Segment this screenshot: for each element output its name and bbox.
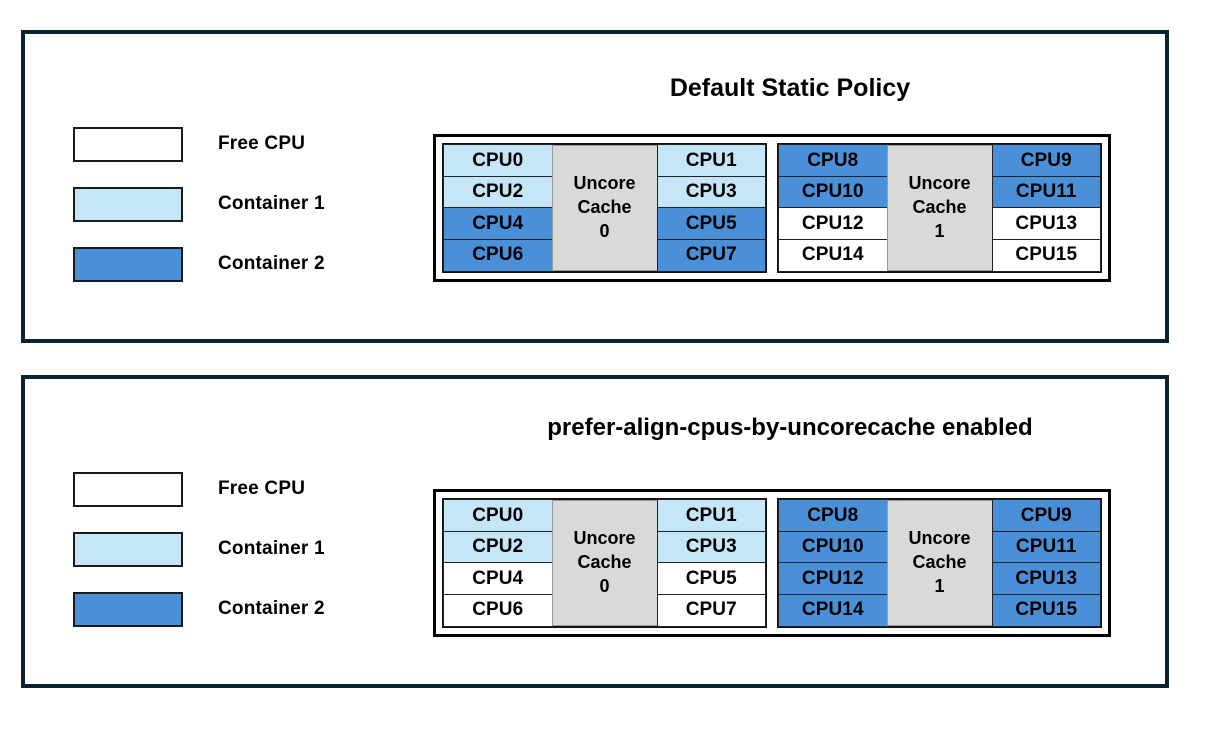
cpu-cell: CPU9 [991, 499, 1101, 533]
legend: Free CPU Container 1 Container 2 [73, 471, 403, 627]
cpu-column-left: CPU8 CPU10 CPU12 CPU14 [778, 499, 888, 627]
cpu-cell: CPU1 [656, 499, 766, 533]
cpu-cell: CPU8 [778, 144, 888, 178]
cpu-cell: CPU13 [991, 562, 1101, 596]
cpu-cell: CPU9 [991, 144, 1101, 178]
legend-item-free-cpu: Free CPU [73, 126, 403, 162]
cpu-cell: CPU10 [778, 530, 888, 564]
uncore-cache-label-line1: Uncore [573, 173, 636, 194]
legend-label-free-cpu: Free CPU [218, 133, 306, 154]
legend-swatch-container-1 [73, 186, 183, 222]
cpu-cell: CPU6 [443, 238, 553, 272]
cpu-cell: CPU12 [778, 207, 888, 241]
cache-group-0: CPU0 CPU2 CPU4 CPU6 Uncore Cache 0 CPU1 … [442, 498, 767, 628]
legend-item-container-1: Container 1 [73, 186, 403, 222]
legend-item-container-1: Container 1 [73, 531, 403, 567]
uncore-cache-label-line2: Cache [912, 197, 967, 218]
uncore-cache-label-index: 1 [934, 220, 945, 241]
cpu-cell: CPU5 [656, 207, 766, 241]
legend-label-container-1: Container 1 [218, 538, 325, 559]
uncore-cache-label-index: 0 [599, 575, 610, 596]
cpu-cell: CPU3 [656, 175, 766, 209]
uncore-cache-block-1: Uncore Cache 1 [886, 500, 993, 626]
cpu-column-right: CPU9 CPU11 CPU13 CPU15 [991, 499, 1101, 627]
cpu-cell: CPU4 [443, 207, 553, 241]
cpu-cell: CPU0 [443, 499, 553, 533]
legend-label-container-2: Container 2 [218, 598, 325, 619]
cpu-column-left: CPU8 CPU10 CPU12 CPU14 [778, 144, 888, 272]
uncore-cache-block-0: Uncore Cache 0 [551, 145, 658, 271]
cpu-cell: CPU6 [443, 593, 553, 627]
uncore-cache-block-1: Uncore Cache 1 [886, 145, 993, 271]
cache-group-1: CPU8 CPU10 CPU12 CPU14 Uncore Cache 1 CP… [777, 498, 1102, 628]
legend-item-free-cpu: Free CPU [73, 471, 403, 507]
legend-swatch-free-cpu [73, 126, 183, 162]
cpu-cell: CPU5 [656, 562, 766, 596]
uncore-cache-label-line2: Cache [912, 552, 967, 573]
cpu-cell: CPU15 [991, 593, 1101, 627]
cache-group-0: CPU0 CPU2 CPU4 CPU6 Uncore Cache 0 CPU1 … [442, 143, 767, 273]
legend-swatch-container-1 [73, 531, 183, 567]
cpu-cell: CPU14 [778, 593, 888, 627]
legend-swatch-container-2 [73, 591, 183, 627]
uncore-cache-label-index: 1 [934, 575, 945, 596]
cpu-column-right: CPU1 CPU3 CPU5 CPU7 [656, 499, 766, 627]
cpu-cell: CPU13 [991, 207, 1101, 241]
cpu-cell: CPU7 [656, 593, 766, 627]
cpu-cell: CPU4 [443, 562, 553, 596]
cpu-cell: CPU2 [443, 175, 553, 209]
uncore-cache-label-line2: Cache [577, 197, 632, 218]
legend-label-container-1: Container 1 [218, 193, 325, 214]
panel-default-static-policy: Default Static Policy Free CPU Container… [21, 30, 1169, 343]
cpu-cell: CPU2 [443, 530, 553, 564]
legend-item-container-2: Container 2 [73, 591, 403, 627]
cpu-cell: CPU11 [991, 175, 1101, 209]
legend-label-container-2: Container 2 [218, 253, 325, 274]
legend-label-free-cpu: Free CPU [218, 478, 306, 499]
cpu-cell: CPU10 [778, 175, 888, 209]
cpu-column-left: CPU0 CPU2 CPU4 CPU6 [443, 144, 553, 272]
page-title: Default Static Policy [669, 74, 911, 102]
cpu-cell: CPU12 [778, 562, 888, 596]
cache-group-1: CPU8 CPU10 CPU12 CPU14 Uncore Cache 1 CP… [777, 143, 1102, 273]
cpu-cell: CPU3 [656, 530, 766, 564]
cpu-topology-diagram: CPU0 CPU2 CPU4 CPU6 Uncore Cache 0 CPU1 … [433, 489, 1111, 637]
cpu-cell: CPU1 [656, 144, 766, 178]
cpu-cell: CPU0 [443, 144, 553, 178]
cpu-column-left: CPU0 CPU2 CPU4 CPU6 [443, 499, 553, 627]
cpu-cell: CPU11 [991, 530, 1101, 564]
cpu-cell: CPU15 [991, 238, 1101, 272]
cpu-topology-diagram: CPU0 CPU2 CPU4 CPU6 Uncore Cache 0 CPU1 … [433, 134, 1111, 282]
legend-swatch-free-cpu [73, 471, 183, 507]
legend-swatch-container-2 [73, 246, 183, 282]
uncore-cache-label-index: 0 [599, 220, 610, 241]
legend-item-container-2: Container 2 [73, 246, 403, 282]
page-title: prefer-align-cpus-by-uncorecache enabled [547, 414, 1033, 441]
uncore-cache-label-line1: Uncore [573, 528, 636, 549]
legend: Free CPU Container 1 Container 2 [73, 126, 403, 282]
cpu-column-right: CPU1 CPU3 CPU5 CPU7 [656, 144, 766, 272]
uncore-cache-label-line1: Uncore [908, 528, 971, 549]
panel-prefer-align-cpus-by-uncorecache: prefer-align-cpus-by-uncorecache enabled… [21, 375, 1169, 688]
cpu-cell: CPU8 [778, 499, 888, 533]
cpu-column-right: CPU9 CPU11 CPU13 CPU15 [991, 144, 1101, 272]
uncore-cache-label-line1: Uncore [908, 173, 971, 194]
cpu-cell: CPU14 [778, 238, 888, 272]
uncore-cache-block-0: Uncore Cache 0 [551, 500, 658, 626]
cpu-cell: CPU7 [656, 238, 766, 272]
uncore-cache-label-line2: Cache [577, 552, 632, 573]
